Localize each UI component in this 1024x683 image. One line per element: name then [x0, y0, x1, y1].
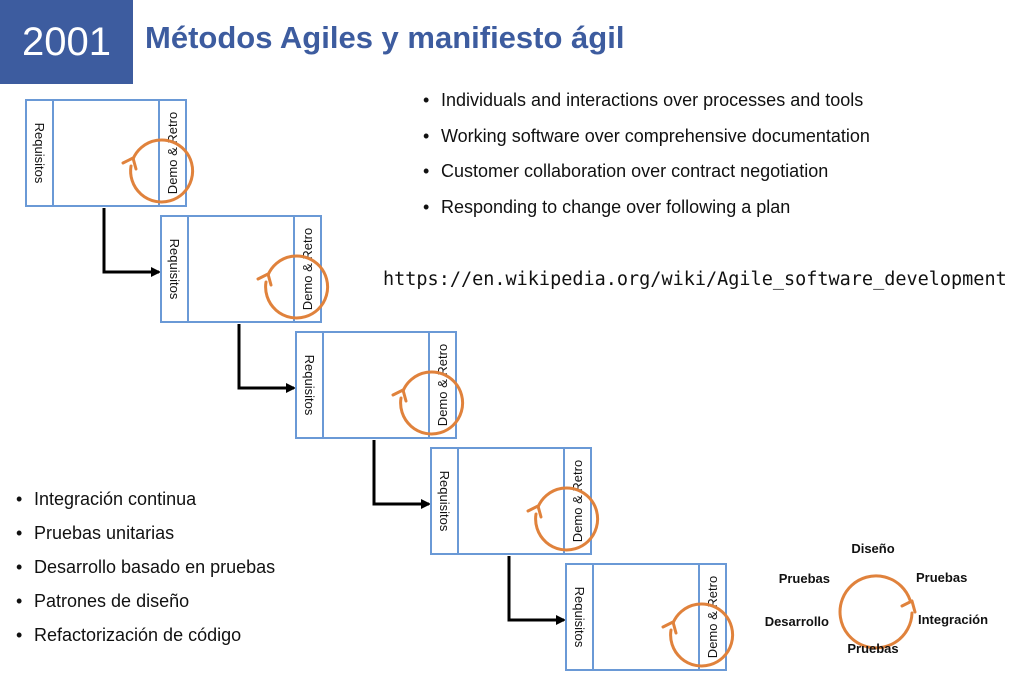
iteration-cycle-arrowhead-icon: [526, 504, 543, 519]
demo-retro-label: Demo & Retro: [705, 576, 720, 658]
manifesto-values-list: Individuals and interactions over proces…: [423, 90, 870, 232]
iteration-frame: [25, 99, 187, 207]
iteration-box: Requisitos Demo & Retro: [160, 215, 330, 323]
flow-arrow-icon: [507, 556, 566, 625]
cycle-label-upper-right: Pruebas: [916, 570, 967, 585]
iteration-cycle-icon: [264, 254, 330, 320]
demo-retro-label: Demo & Retro: [300, 228, 315, 310]
iteration-cycle-icon: [534, 486, 600, 552]
practice-item: Patrones de diseño: [16, 591, 275, 611]
flow-arrow-icon: [102, 208, 161, 277]
cycle-label-upper-left: Pruebas: [779, 571, 830, 586]
iteration-cycle-icon: [129, 138, 195, 204]
cycle-label-top: Diseño: [851, 541, 894, 556]
requirements-label: Requisitos: [572, 587, 587, 648]
iteration-cycle-arrowhead-icon: [391, 388, 408, 403]
iteration-frame: [295, 331, 457, 439]
manifesto-value: Individuals and interactions over proces…: [423, 90, 870, 110]
dev-cycle-diagram: Diseño Pruebas Pruebas Desarrollo Integr…: [765, 541, 988, 656]
iteration-cycle-icon: [669, 602, 735, 668]
iteration-frame: [160, 215, 322, 323]
iteration-box: Requisitos Demo & Retro: [430, 447, 600, 555]
iteration-cycle-arrowhead-icon: [661, 620, 678, 635]
iteration-frame: [430, 447, 592, 555]
requirements-label: Requisitos: [167, 239, 182, 300]
manifesto-value: Working software over comprehensive docu…: [423, 126, 870, 146]
manifesto-value: Customer collaboration over contract neg…: [423, 161, 870, 181]
practices-list: Integración continua Pruebas unitarias D…: [16, 489, 275, 659]
iteration-cycle-arrowhead-icon: [121, 156, 138, 171]
cycle-circle-icon: [838, 574, 914, 650]
demo-retro-label: Demo & Retro: [435, 344, 450, 426]
practice-item: Desarrollo basado en pruebas: [16, 557, 275, 577]
requirements-label: Requisitos: [32, 123, 47, 184]
page-title: Métodos Agiles y manifiesto ágil: [145, 20, 625, 55]
year-text: 2001: [22, 19, 111, 64]
cycle-label-lower-right: Integración: [918, 612, 988, 627]
reference-url: https://en.wikipedia.org/wiki/Agile_soft…: [383, 269, 1007, 290]
year-badge: 2001: [0, 0, 133, 84]
manifesto-value: Responding to change over following a pl…: [423, 197, 870, 217]
practice-item: Integración continua: [16, 489, 275, 509]
cycle-label-bottom: Pruebas: [847, 641, 898, 656]
flow-arrow-icon: [372, 440, 431, 509]
requirements-label: Requisitos: [437, 471, 452, 532]
iteration-box: Requisitos Demo & Retro: [565, 563, 735, 671]
iteration-cycle-icon: [399, 370, 465, 436]
practice-item: Pruebas unitarias: [16, 523, 275, 543]
practice-item: Refactorización de código: [16, 625, 275, 645]
demo-retro-label: Demo & Retro: [165, 112, 180, 194]
cycle-arrowhead-icon: [900, 599, 917, 614]
requirements-label: Requisitos: [302, 355, 317, 416]
iteration-cycle-arrowhead-icon: [256, 272, 273, 287]
iteration-box: Requisitos Demo & Retro: [295, 331, 465, 439]
iteration-box: Requisitos Demo & Retro: [25, 99, 195, 207]
cycle-label-lower-left: Desarrollo: [765, 614, 829, 629]
flow-arrow-icon: [237, 324, 296, 393]
iteration-frame: [565, 563, 727, 671]
demo-retro-label: Demo & Retro: [570, 460, 585, 542]
